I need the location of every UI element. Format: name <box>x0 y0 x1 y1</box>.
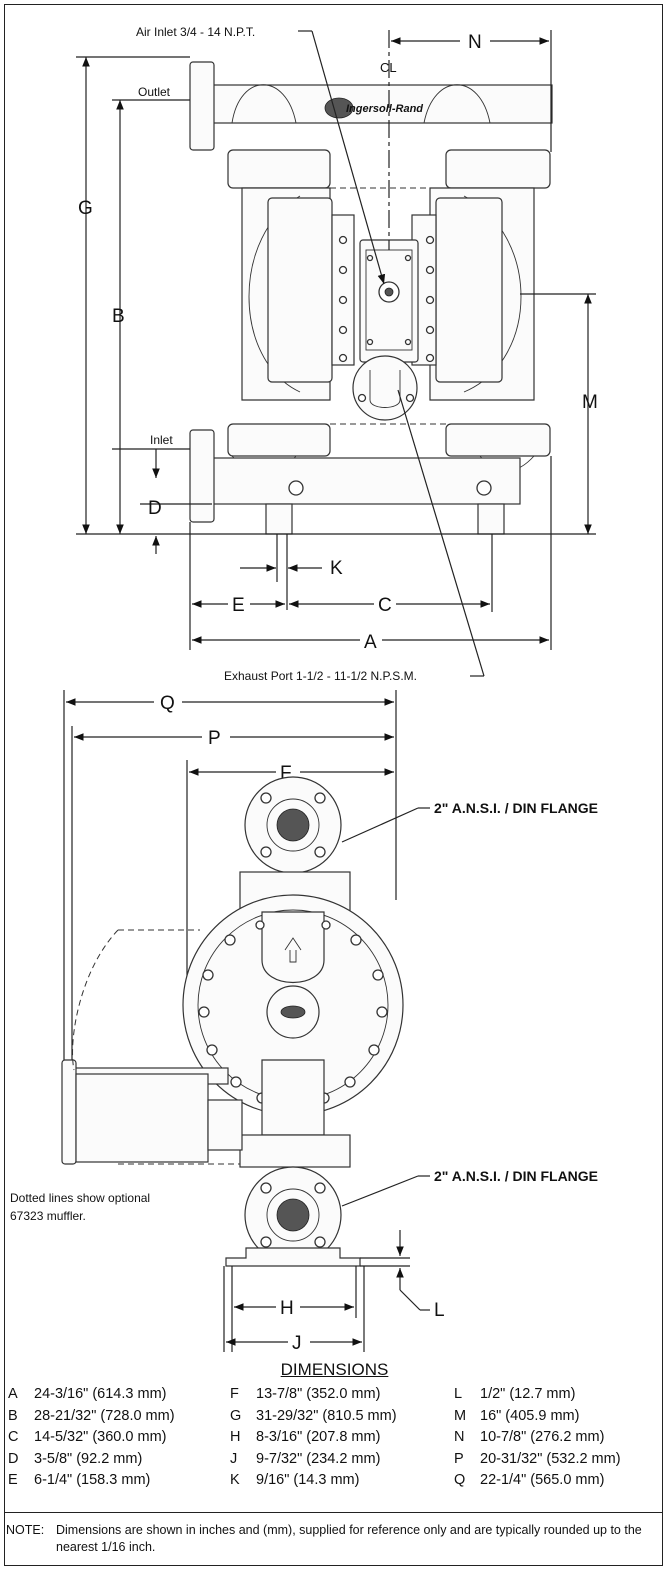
right-diaphragm-cap <box>435 197 503 383</box>
lower-block-left <box>227 423 331 457</box>
dimension-letter-q: Q <box>160 693 175 714</box>
centerline-symbol: CL <box>380 60 397 75</box>
base-feet-side <box>225 1247 361 1267</box>
foot-left <box>265 503 293 535</box>
muffler-note-line-1: Dotted lines show optional <box>10 1191 150 1205</box>
upper-block-left <box>227 149 331 189</box>
pump-dimension-drawing: Ingersoll-Rand G B D M N CL K <box>10 25 598 1354</box>
outlet-callout: Outlet <box>138 85 171 99</box>
dimension-letter-k: K <box>330 558 343 579</box>
note-text: Dimensions are shown in inches and (mm),… <box>56 1523 642 1554</box>
muffler-note-line-2: 67323 muffler. <box>10 1209 86 1223</box>
outlet-elbow-right <box>423 84 491 124</box>
dimension-letter-p: P <box>208 728 221 749</box>
inlet-callout: Inlet <box>150 433 173 447</box>
outlet-flange <box>189 61 215 151</box>
left-diaphragm-cap <box>267 197 333 383</box>
top-flange-callout: 2" A.N.S.I. / DIN FLANGE <box>434 800 598 816</box>
outlet-elbow-left <box>231 84 297 124</box>
air-inlet-callout: Air Inlet 3/4 - 14 N.P.T. <box>136 25 255 39</box>
dimension-letter-d: D <box>148 498 162 519</box>
dimension-letter-g: G <box>78 198 93 219</box>
brand-logo: Ingersoll-Rand <box>346 103 423 115</box>
pump-front-view: Ingersoll-Rand <box>189 61 553 535</box>
bottom-flange-callout: 2" A.N.S.I. / DIN FLANGE <box>434 1168 598 1184</box>
note-label: NOTE: <box>6 1523 45 1537</box>
dimensions-title: DIMENSIONS <box>280 1360 389 1379</box>
left-outer-ring <box>331 214 355 366</box>
reference-note: NOTE: Dimensions are shown in inches and … <box>6 1522 656 1556</box>
dimension-letter-c: C <box>378 595 392 616</box>
dimension-letter-a: A <box>364 632 377 653</box>
inlet-manifold <box>211 457 521 505</box>
dimension-letter-e: E <box>232 595 245 616</box>
lower-manifold-side <box>239 1134 351 1168</box>
page-border <box>4 4 663 1566</box>
left-bolt-column <box>338 235 348 363</box>
exhaust-boss <box>352 355 418 421</box>
pump-side-view <box>61 776 404 1267</box>
outlet-manifold <box>211 84 553 124</box>
lower-block-right <box>445 423 551 457</box>
dimension-letter-j: J <box>292 1333 302 1354</box>
dimension-letter-n: N <box>468 32 482 53</box>
note-separator <box>4 1512 663 1513</box>
dimension-letter-h: H <box>280 1298 294 1319</box>
dimension-letter-b: B <box>112 306 125 327</box>
flow-arrow-icon <box>284 937 302 963</box>
right-bolt-column <box>425 235 435 363</box>
exhaust-port-callout: Exhaust Port 1-1/2 - 11-1/2 N.P.S.M. <box>224 669 417 683</box>
upper-block-right <box>445 149 551 189</box>
inlet-flange <box>189 429 215 523</box>
dimension-letter-l: L <box>434 1300 445 1321</box>
dimension-letter-m: M <box>582 392 598 413</box>
foot-right <box>477 503 505 535</box>
dimension-letter-f: F <box>280 763 292 784</box>
